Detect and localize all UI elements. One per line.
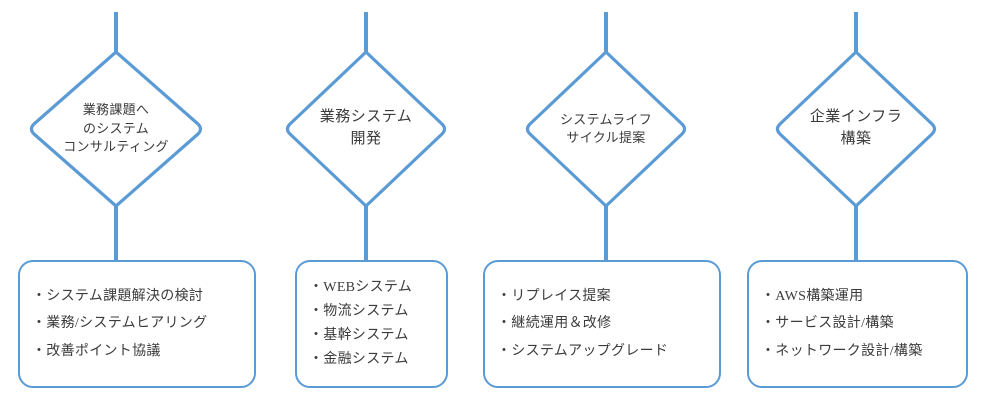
column-consulting: 業務課題へ のシステム コンサルティング ・システム課題解決の検討 ・業務/シス… [0,0,262,417]
panel-list-item: ・システムアップグレード [497,343,669,359]
diamond-shape-lifecycle[interactable]: システムライフ サイクル提案 [524,48,688,210]
panel-list-item: ・ネットワーク設計/構築 [761,343,923,359]
column-development: 業務システム 開発 ・WEBシステム ・物流システム ・基幹システム ・金融シス… [262,0,486,417]
column-lifecycle: システムライフ サイクル提案 ・リプレイス提案 ・継続運用＆改修 ・システムアッ… [483,0,730,417]
connector-line-top-3 [604,12,608,54]
panel-list-item: ・改善ポイント協議 [32,343,161,359]
connector-line-bottom-4 [854,204,858,262]
panel-list-item: ・基幹システム [309,328,409,343]
panel-list-item: ・サービス設計/構築 [761,316,894,332]
panel-list-item: ・業務/システムヒアリング [32,316,208,332]
panel-list-item: ・AWS構築運用 [761,289,864,305]
panel-list-item: ・リプレイス提案 [497,289,611,305]
panel-development[interactable]: ・WEBシステム ・物流システム ・基幹システム ・金融システム [295,260,448,388]
panel-list-item: ・金融システム [309,352,409,368]
panel-consulting[interactable]: ・システム課題解決の検討 ・業務/システムヒアリング ・改善ポイント協議 [18,260,256,388]
diamond-shape-consulting[interactable]: 業務課題へ のシステム コンサルティング [28,48,204,210]
connector-line-bottom-2 [364,204,368,262]
panel-list-item: ・システム課題解決の検討 [32,289,204,305]
connector-line-top-2 [364,12,368,54]
panel-list-item: ・WEBシステム [309,279,413,295]
panel-infrastructure[interactable]: ・AWS構築運用 ・サービス設計/構築 ・ネットワーク設計/構築 [747,260,968,388]
connector-line-bottom-1 [114,204,118,262]
panel-list-item: ・継続運用＆改修 [497,316,612,332]
connector-line-top-4 [854,12,858,54]
connector-line-bottom-3 [604,204,608,262]
connector-line-top-1 [114,12,118,54]
column-infrastructure: 企業インフラ 構築 ・AWS構築運用 ・サービス設計/構築 ・ネットワーク設計/… [730,0,985,417]
panel-list-item: ・物流システム [309,303,409,319]
diamond-shape-infrastructure[interactable]: 企業インフラ 構築 [774,48,938,210]
diamond-shape-development[interactable]: 業務システム 開発 [284,48,448,210]
panel-lifecycle[interactable]: ・リプレイス提案 ・継続運用＆改修 ・システムアップグレード [483,260,721,388]
